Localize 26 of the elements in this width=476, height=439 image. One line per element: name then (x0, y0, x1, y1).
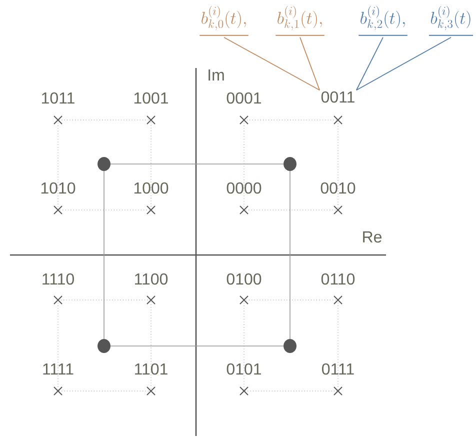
connector-line (224, 36, 320, 91)
formula-label: $b_{k,0}^{(i)}(t),$ (199, 6, 249, 36)
bit-label: Im (208, 70, 224, 80)
formula-label: $b_{k,2}^{(i)}(t),$ (358, 6, 408, 36)
bit-label: 1110 (42, 273, 74, 285)
connector-line (356, 36, 384, 91)
bit-label: 0101 (226, 363, 261, 375)
bit-label: 0100 (226, 273, 262, 285)
bit-label: 1000 (134, 182, 168, 194)
bit-label: 1100 (135, 273, 168, 285)
bit-label: 0110 (321, 273, 355, 285)
bit-label: 1111 (43, 364, 74, 374)
bit-label: 0011 (321, 91, 354, 103)
formula-label: $b_{k,1}^{(i)}(t),$ (275, 6, 325, 36)
bit-label: 0001 (226, 92, 261, 104)
bit-label: Re (363, 231, 382, 243)
connector-line (300, 36, 320, 91)
bit-label: 1011 (42, 92, 74, 104)
bit-label: 0010 (320, 182, 356, 194)
bit-label: 1101 (135, 363, 168, 375)
bit-label: 0111 (322, 363, 354, 375)
formula-label: $b_{k,3}^{(i)}(t)$ (428, 6, 474, 36)
bit-label: 0000 (226, 182, 262, 194)
connector-line (356, 36, 452, 91)
bit-label: 1010 (41, 182, 76, 194)
bit-label: 1001 (134, 92, 168, 104)
